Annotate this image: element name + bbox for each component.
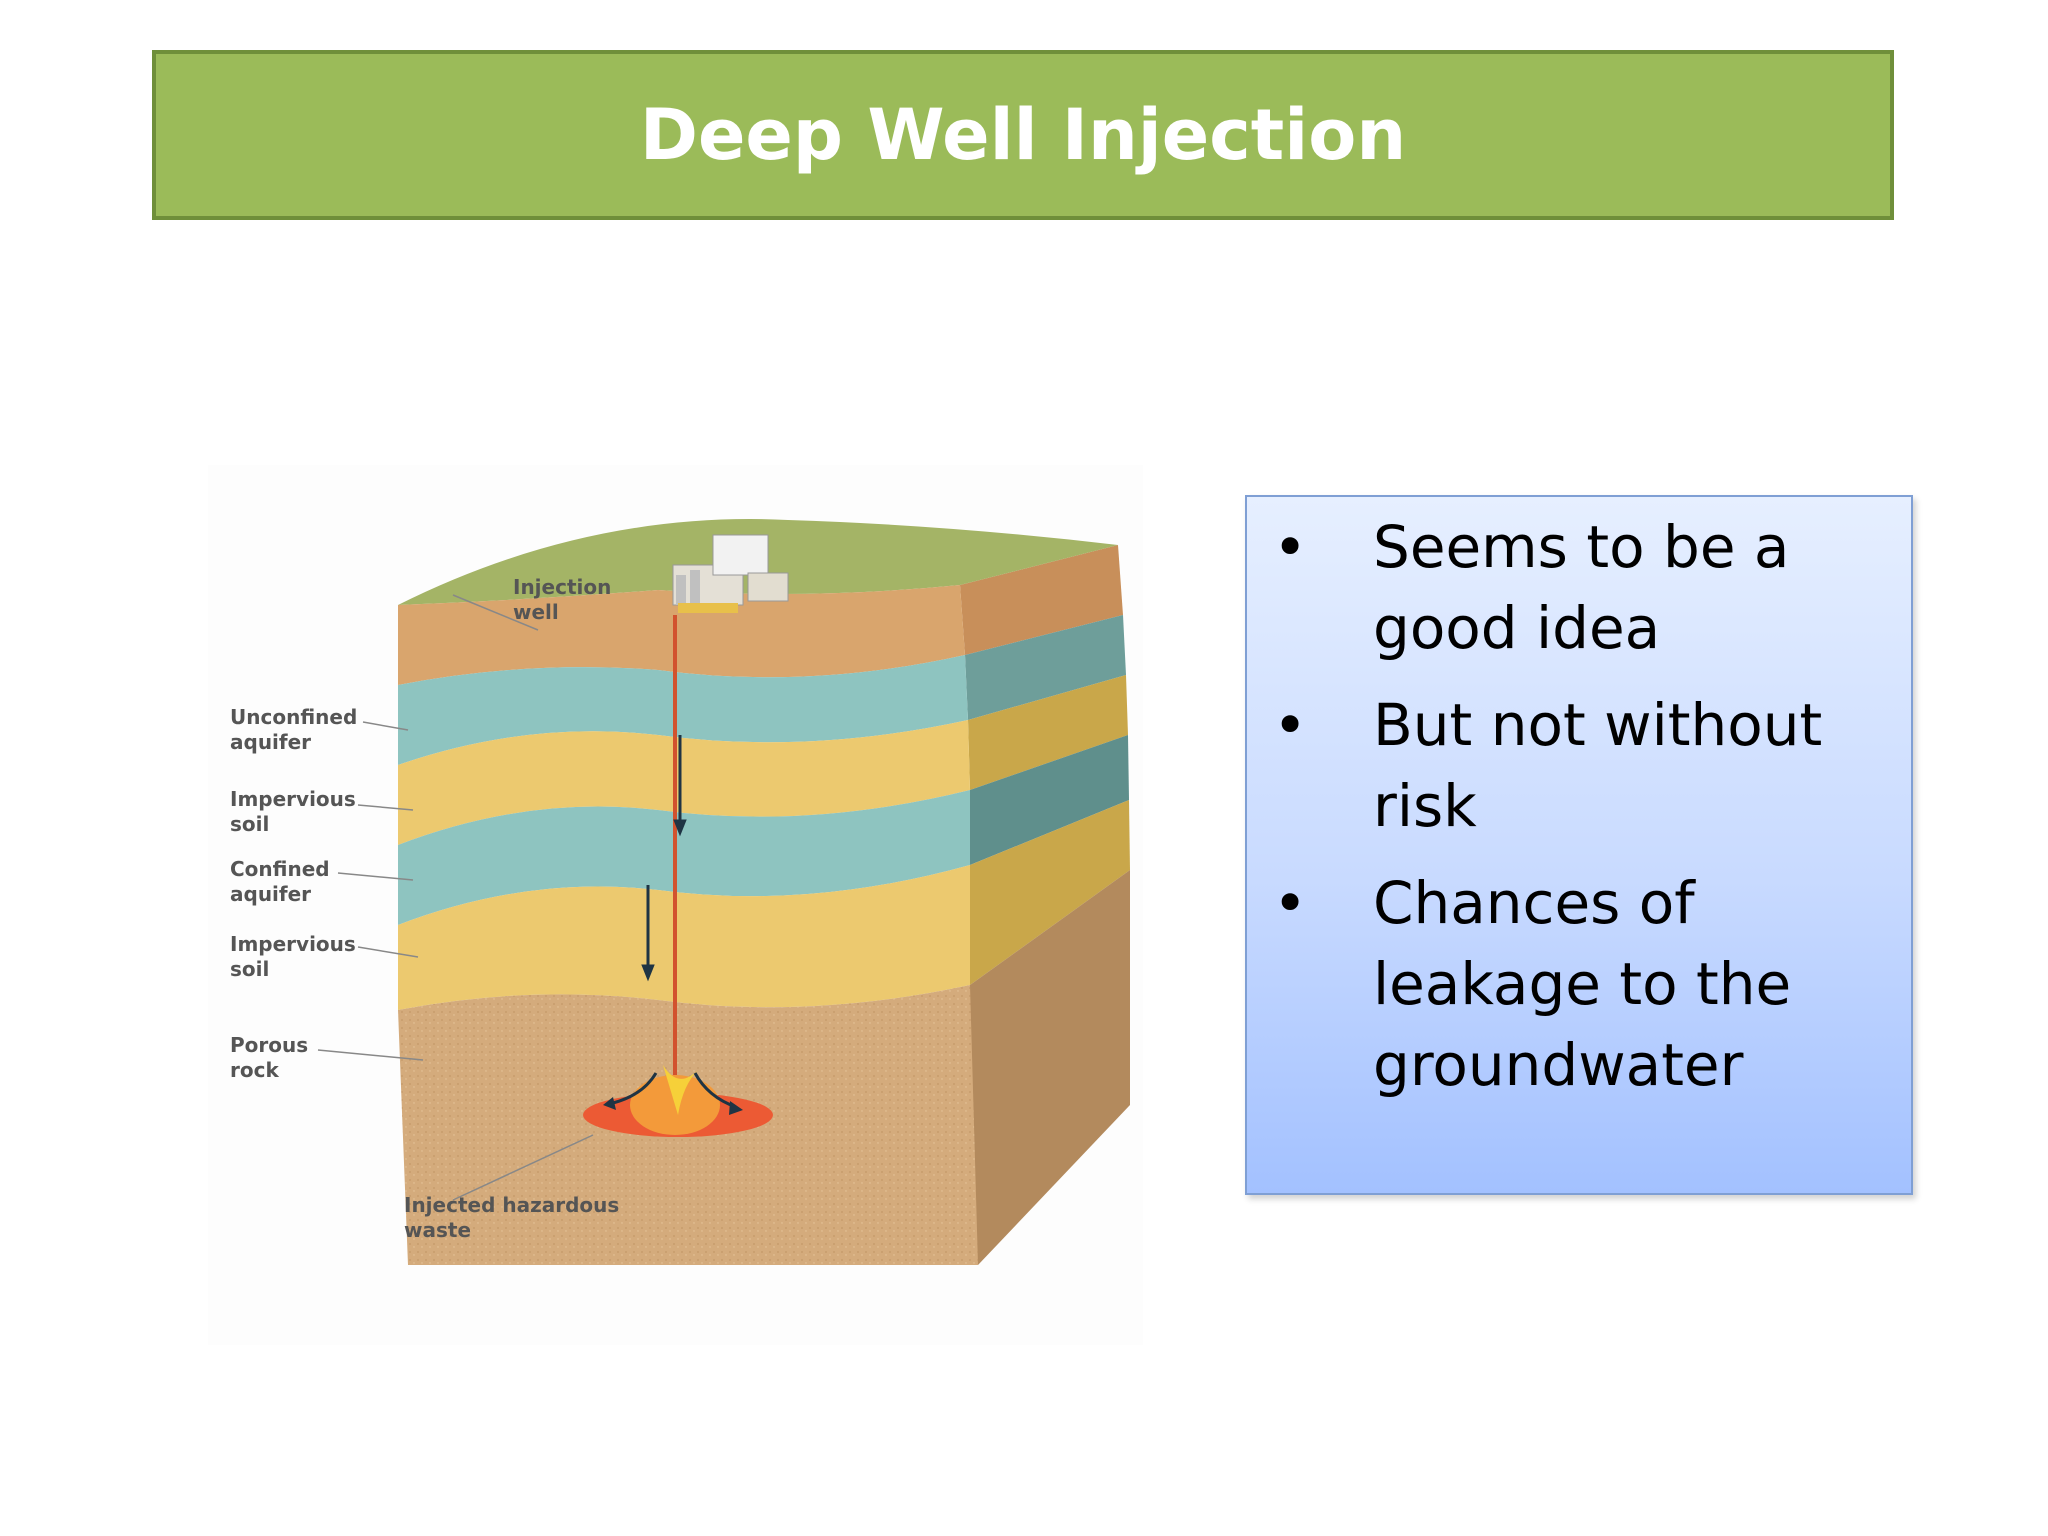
bullet-list: • Seems to be a good idea • But not with…	[1247, 497, 1911, 1106]
label-impervious-soil-lower: Impervious soil	[230, 932, 356, 981]
label-porous-rock: Porous rock	[230, 1033, 309, 1082]
label-injected-waste: Injected hazardous waste	[404, 1193, 620, 1242]
label-unconfined-aquifer: Unconfined aquifer	[230, 705, 358, 754]
bullet-list-box: • Seems to be a good idea • But not with…	[1245, 495, 1913, 1195]
bullet-marker: •	[1273, 869, 1308, 937]
injection-well-pipe	[673, 615, 677, 1105]
label-impervious-soil-upper: Impervious soil	[230, 787, 356, 836]
bullet-text: But not without risk	[1373, 691, 1823, 840]
label-confined-aquifer: Confined aquifer	[230, 857, 330, 906]
bullet-text: Seems to be a good idea	[1373, 513, 1790, 662]
bullet-text: Chances of leakage to the groundwater	[1373, 869, 1792, 1099]
title-bar: Deep Well Injection	[152, 50, 1894, 220]
deep-well-diagram: Injection well Unconfined aquifer Imperv…	[208, 465, 1143, 1345]
label-injection-well: Injection well	[513, 575, 612, 624]
bullet-item: • Chances of leakage to the groundwater	[1265, 863, 1891, 1106]
label-leader-lines	[317, 594, 594, 1201]
bullet-item: • Seems to be a good idea	[1265, 507, 1891, 669]
injection-facility	[672, 534, 789, 613]
block-side-face	[960, 545, 1130, 1265]
cross-section-illustration	[317, 519, 1130, 1265]
flow-arrows	[641, 735, 687, 982]
waste-plume	[583, 1065, 773, 1137]
bullet-marker: •	[1273, 513, 1308, 581]
bullet-item: • But not without risk	[1265, 685, 1891, 847]
slide-title: Deep Well Injection	[639, 94, 1407, 176]
front-strata	[398, 585, 978, 1265]
bullet-marker: •	[1273, 691, 1308, 759]
